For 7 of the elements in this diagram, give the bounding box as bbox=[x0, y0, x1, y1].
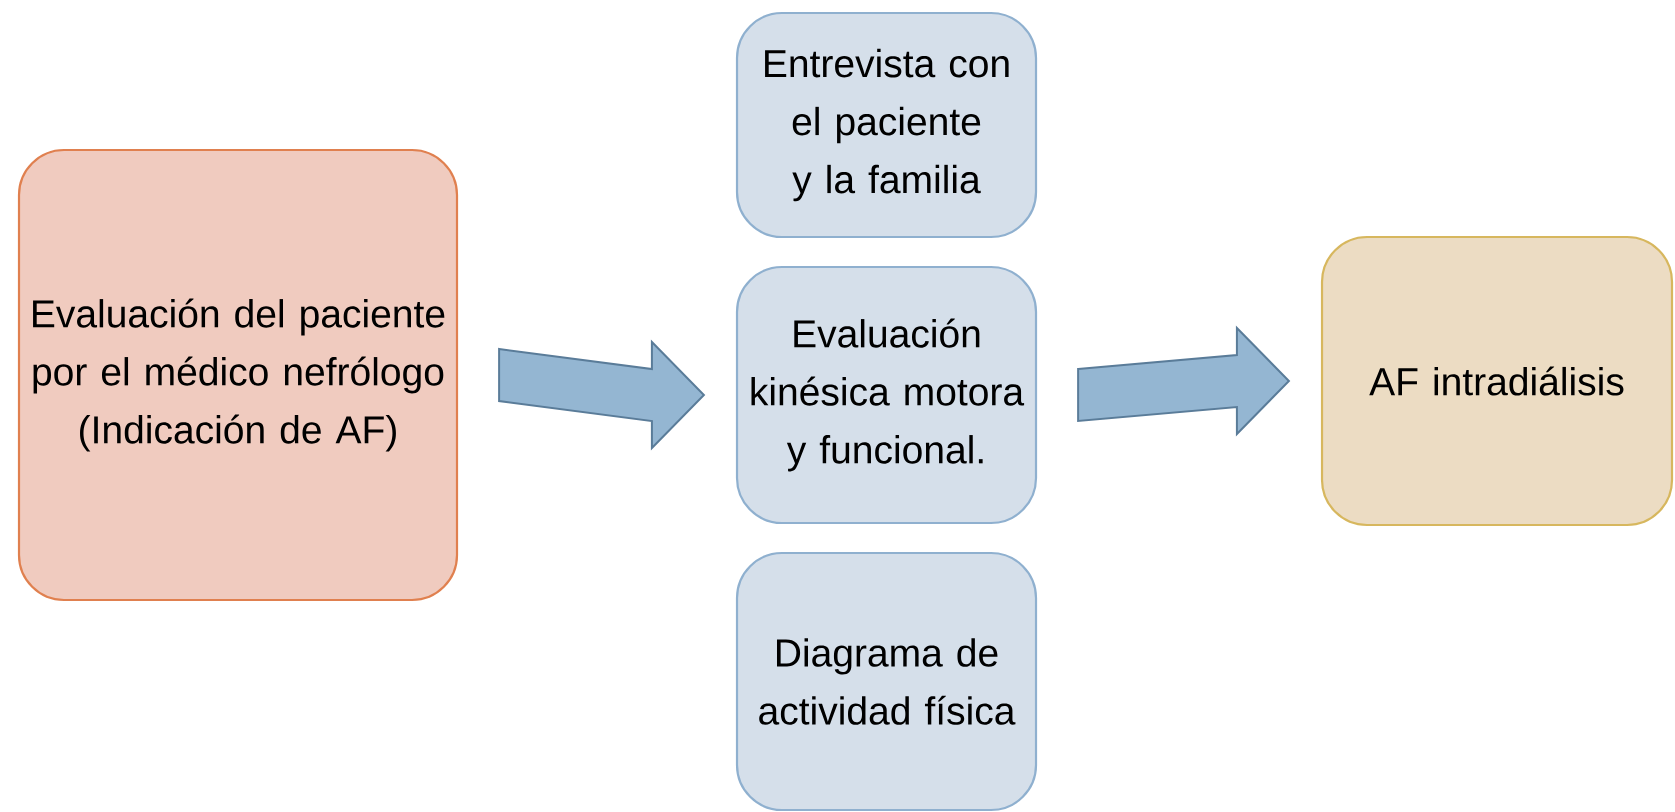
process-box: Entrevista con el paciente y la familia bbox=[735, 11, 1038, 239]
block-arrow bbox=[498, 339, 706, 451]
process-box: AF intradiálisis bbox=[1320, 235, 1674, 527]
process-box: Evaluación del paciente por el médico nefrólogo (Indicación de AF) bbox=[17, 148, 459, 602]
process-box: Evaluación kinésica motora y funcional. bbox=[735, 265, 1038, 525]
block-arrow bbox=[1077, 325, 1291, 437]
process-box: Diagrama de actividad física bbox=[735, 551, 1038, 812]
